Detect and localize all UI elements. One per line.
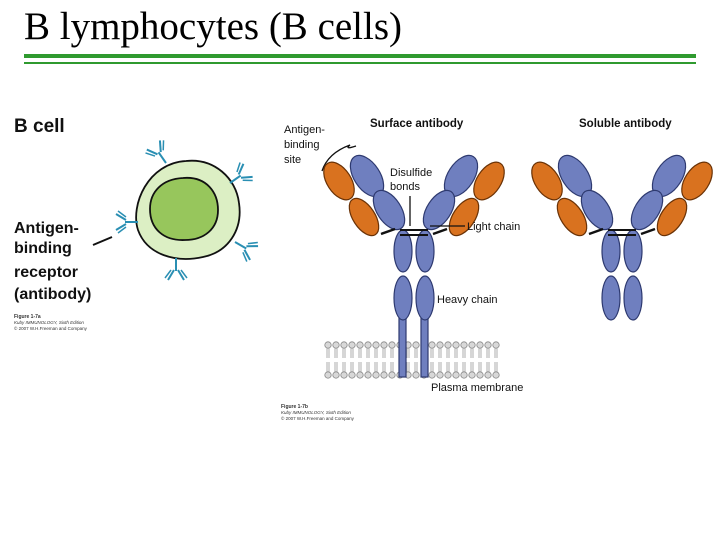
disulfide-label-line: bonds (390, 181, 420, 193)
b-cell-heading: B cell (14, 116, 65, 137)
caption-line: Figure 1-7b (281, 404, 308, 410)
antigen-site-label: Antigen- binding site (284, 124, 325, 166)
receptor-label-line: binding (14, 240, 72, 257)
receptor-label-line: (antibody) (14, 286, 91, 303)
receptor-pointer (92, 236, 113, 246)
surface-antibody (316, 148, 512, 378)
slide-title: B lymphocytes (B cells) (24, 5, 403, 48)
light-chain-label: Light chain (467, 221, 520, 233)
figure-b-caption: Figure 1-7b Kuby IMMUNOLOGY, Sixth Editi… (281, 404, 355, 421)
receptor-icon (164, 257, 188, 281)
antibody-body (524, 148, 720, 322)
antigen-site-bracket (321, 144, 357, 172)
heavy-chain-label: Heavy chain (437, 294, 498, 306)
receptor-label: Antigen- binding receptor (antibody) (14, 220, 91, 303)
caption-line: Kuby IMMUNOLOGY, Sixth Edition (281, 410, 351, 415)
receptor-icon (115, 210, 139, 234)
disulfide-label-line: Disulfide (390, 167, 432, 179)
antigen-site-label-line: Antigen- (284, 124, 325, 136)
receptor-label-line: Antigen- (14, 220, 79, 237)
receptor-icon (228, 231, 261, 264)
b-cell-illustration (115, 137, 261, 281)
caption-line: Figure 1-7a (14, 314, 41, 320)
transmembrane-tail (420, 313, 429, 378)
title-underline-thin (24, 62, 696, 64)
soluble-antibody-heading: Soluble antibody (579, 118, 672, 130)
disulfide-label: Disulfide bonds (390, 167, 432, 193)
antigen-site-label-line: site (284, 154, 301, 166)
receptor-label-line: receptor (14, 264, 78, 281)
caption-line: © 2007 W.H.Freeman and Company (281, 415, 355, 421)
caption-line: Kuby IMMUNOLOGY, Sixth Edition (14, 320, 84, 325)
surface-antibody-heading: Surface antibody (370, 118, 464, 130)
transmembrane-tail (398, 313, 407, 378)
plasma-membrane (324, 341, 500, 379)
cell-nucleus (149, 177, 219, 241)
antigen-site-label-line: binding (284, 139, 319, 151)
plasma-membrane-label: Plasma membrane (431, 382, 523, 394)
title-underline-thick (24, 54, 696, 58)
caption-line: © 2007 W.H.Freeman and Company (14, 325, 88, 331)
soluble-antibody (524, 148, 720, 322)
figure-a-caption: Figure 1-7a Kuby IMMUNOLOGY, Sixth Editi… (14, 314, 88, 331)
